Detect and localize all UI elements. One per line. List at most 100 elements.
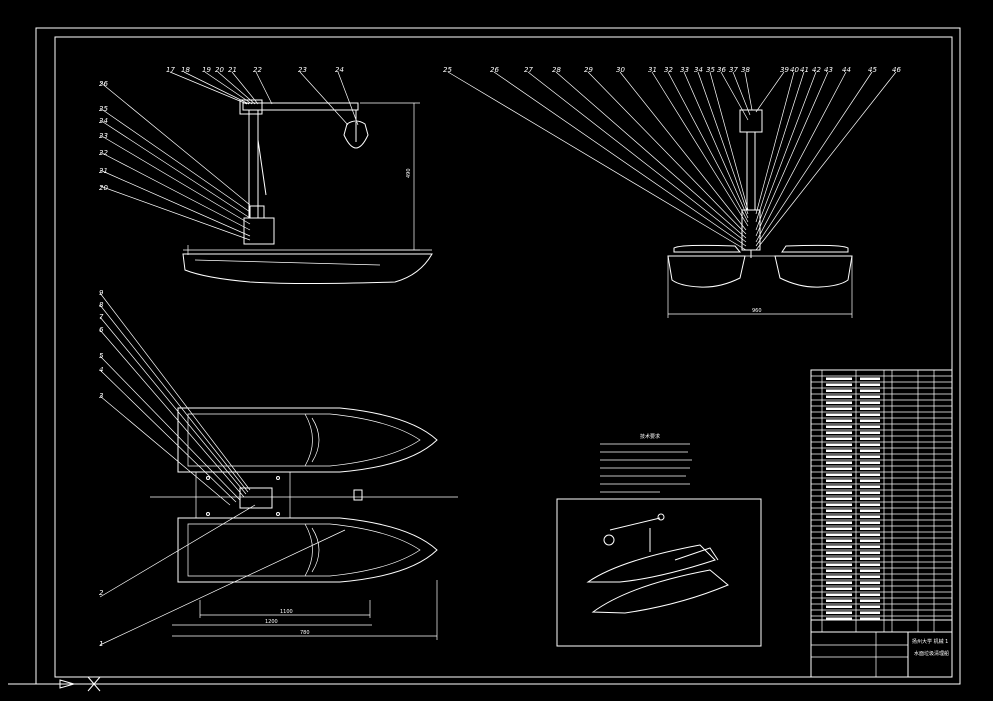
bom-row-name [860, 497, 880, 500]
balloon-label: 23 [298, 66, 307, 74]
bom-row-code [826, 503, 852, 506]
balloon-label: 23 [99, 132, 108, 140]
bom-row-code [826, 497, 852, 500]
bom-row-code [826, 389, 852, 392]
bom-row-code [826, 449, 852, 452]
bom-row-code [826, 527, 852, 530]
balloon-label: 40 [790, 66, 799, 74]
bom-row-name [860, 455, 880, 458]
balloon-label: 5 [99, 352, 104, 360]
balloon-label: 34 [694, 66, 703, 74]
bom-row-code [826, 377, 852, 380]
notes-title: 技术要求 [640, 433, 660, 440]
bom-row-code [826, 515, 852, 518]
balloon-label: 29 [584, 66, 593, 74]
bom-row-code [826, 413, 852, 416]
bom-row-code [826, 521, 852, 524]
balloon-label: 35 [706, 66, 715, 74]
bom-row-code [826, 533, 852, 536]
ucs-icon [59, 676, 101, 692]
bom-row-name [860, 407, 880, 410]
bom-row-code [826, 575, 852, 578]
bom-row-code [826, 407, 852, 410]
balloon-label: 1 [99, 640, 103, 648]
bom-row-code [826, 509, 852, 512]
bom-row-code [826, 461, 852, 464]
dim-front-height: 490 [406, 168, 412, 178]
bom-row-code [826, 551, 852, 554]
balloon-label: 46 [892, 66, 901, 74]
bom-row-code [826, 593, 852, 596]
bom-row-code [826, 485, 852, 488]
bom-row-name [860, 611, 880, 614]
balloon-label: 43 [824, 66, 833, 74]
bom-row-name [860, 443, 880, 446]
balloon-label: 33 [680, 66, 689, 74]
isometric-view [556, 498, 762, 647]
bom-row-name [860, 491, 880, 494]
balloon-label: 24 [335, 66, 344, 74]
bom-row-code [826, 419, 852, 422]
bom-row-name [860, 419, 880, 422]
balloon-label: 28 [552, 66, 561, 74]
bom-row-code [826, 587, 852, 590]
balloon-label: 17 [166, 66, 175, 74]
balloon-label: 25 [99, 105, 108, 113]
bom-row-name [860, 383, 880, 386]
balloon-label: 19 [202, 66, 211, 74]
bom-row-code [826, 473, 852, 476]
bom-row-code [826, 569, 852, 572]
bom-row-name [860, 461, 880, 464]
bom-row-name [860, 425, 880, 428]
inner-frame [54, 36, 953, 678]
bom-row-code [826, 383, 852, 386]
side-view: 960 [667, 109, 853, 318]
bom-row-code [826, 443, 852, 446]
balloon-label: 7 [99, 313, 104, 321]
balloon-label: 36 [717, 66, 726, 74]
balloon-label: 38 [741, 66, 750, 74]
bom-row-code [826, 491, 852, 494]
bom-row-name [860, 509, 880, 512]
balloon-label: 27 [524, 66, 533, 74]
balloon-label: 26 [490, 66, 499, 74]
plan-view-bottom-balloons: 21 [99, 589, 104, 648]
bom-row-name [860, 605, 880, 608]
dim-plan-overall: 780 [300, 630, 310, 636]
balloon-label: 41 [800, 66, 809, 74]
balloon-label: 39 [780, 66, 789, 74]
bom-row-name [860, 413, 880, 416]
bom-row-code [826, 431, 852, 434]
front-view: 490 [182, 99, 433, 284]
bom-row-code [826, 467, 852, 470]
dim-plan-inner: 1100 [280, 609, 293, 615]
bom-row-name [860, 527, 880, 530]
bom-row-code [826, 557, 852, 560]
bom-row-code [826, 395, 852, 398]
bom-row-name [860, 503, 880, 506]
bom-row-name [860, 401, 880, 404]
bom-row-name [860, 389, 880, 392]
plan-view: 1100 1200 780 [150, 407, 458, 640]
bom-row-name [860, 485, 880, 488]
bom-row-name [860, 539, 880, 542]
dim-side-width: 960 [752, 308, 762, 314]
bom-row-name [860, 467, 880, 470]
balloon-label: 45 [868, 66, 877, 74]
balloon-label: 26 [99, 80, 108, 88]
bom-row-name [860, 521, 880, 524]
balloon-label: 4 [99, 366, 103, 374]
bom-row-name [860, 581, 880, 584]
plan-view-leaders [99, 292, 346, 646]
bom-row-name [860, 377, 880, 380]
bom-row-code [826, 605, 852, 608]
side-view-leaders [447, 71, 897, 251]
bom-row-name [860, 599, 880, 602]
bom-row-code [826, 437, 852, 440]
bom-row-code [826, 563, 852, 566]
bom-row-code [826, 401, 852, 404]
bom-row-name [860, 563, 880, 566]
balloon-label: 30 [616, 66, 625, 74]
